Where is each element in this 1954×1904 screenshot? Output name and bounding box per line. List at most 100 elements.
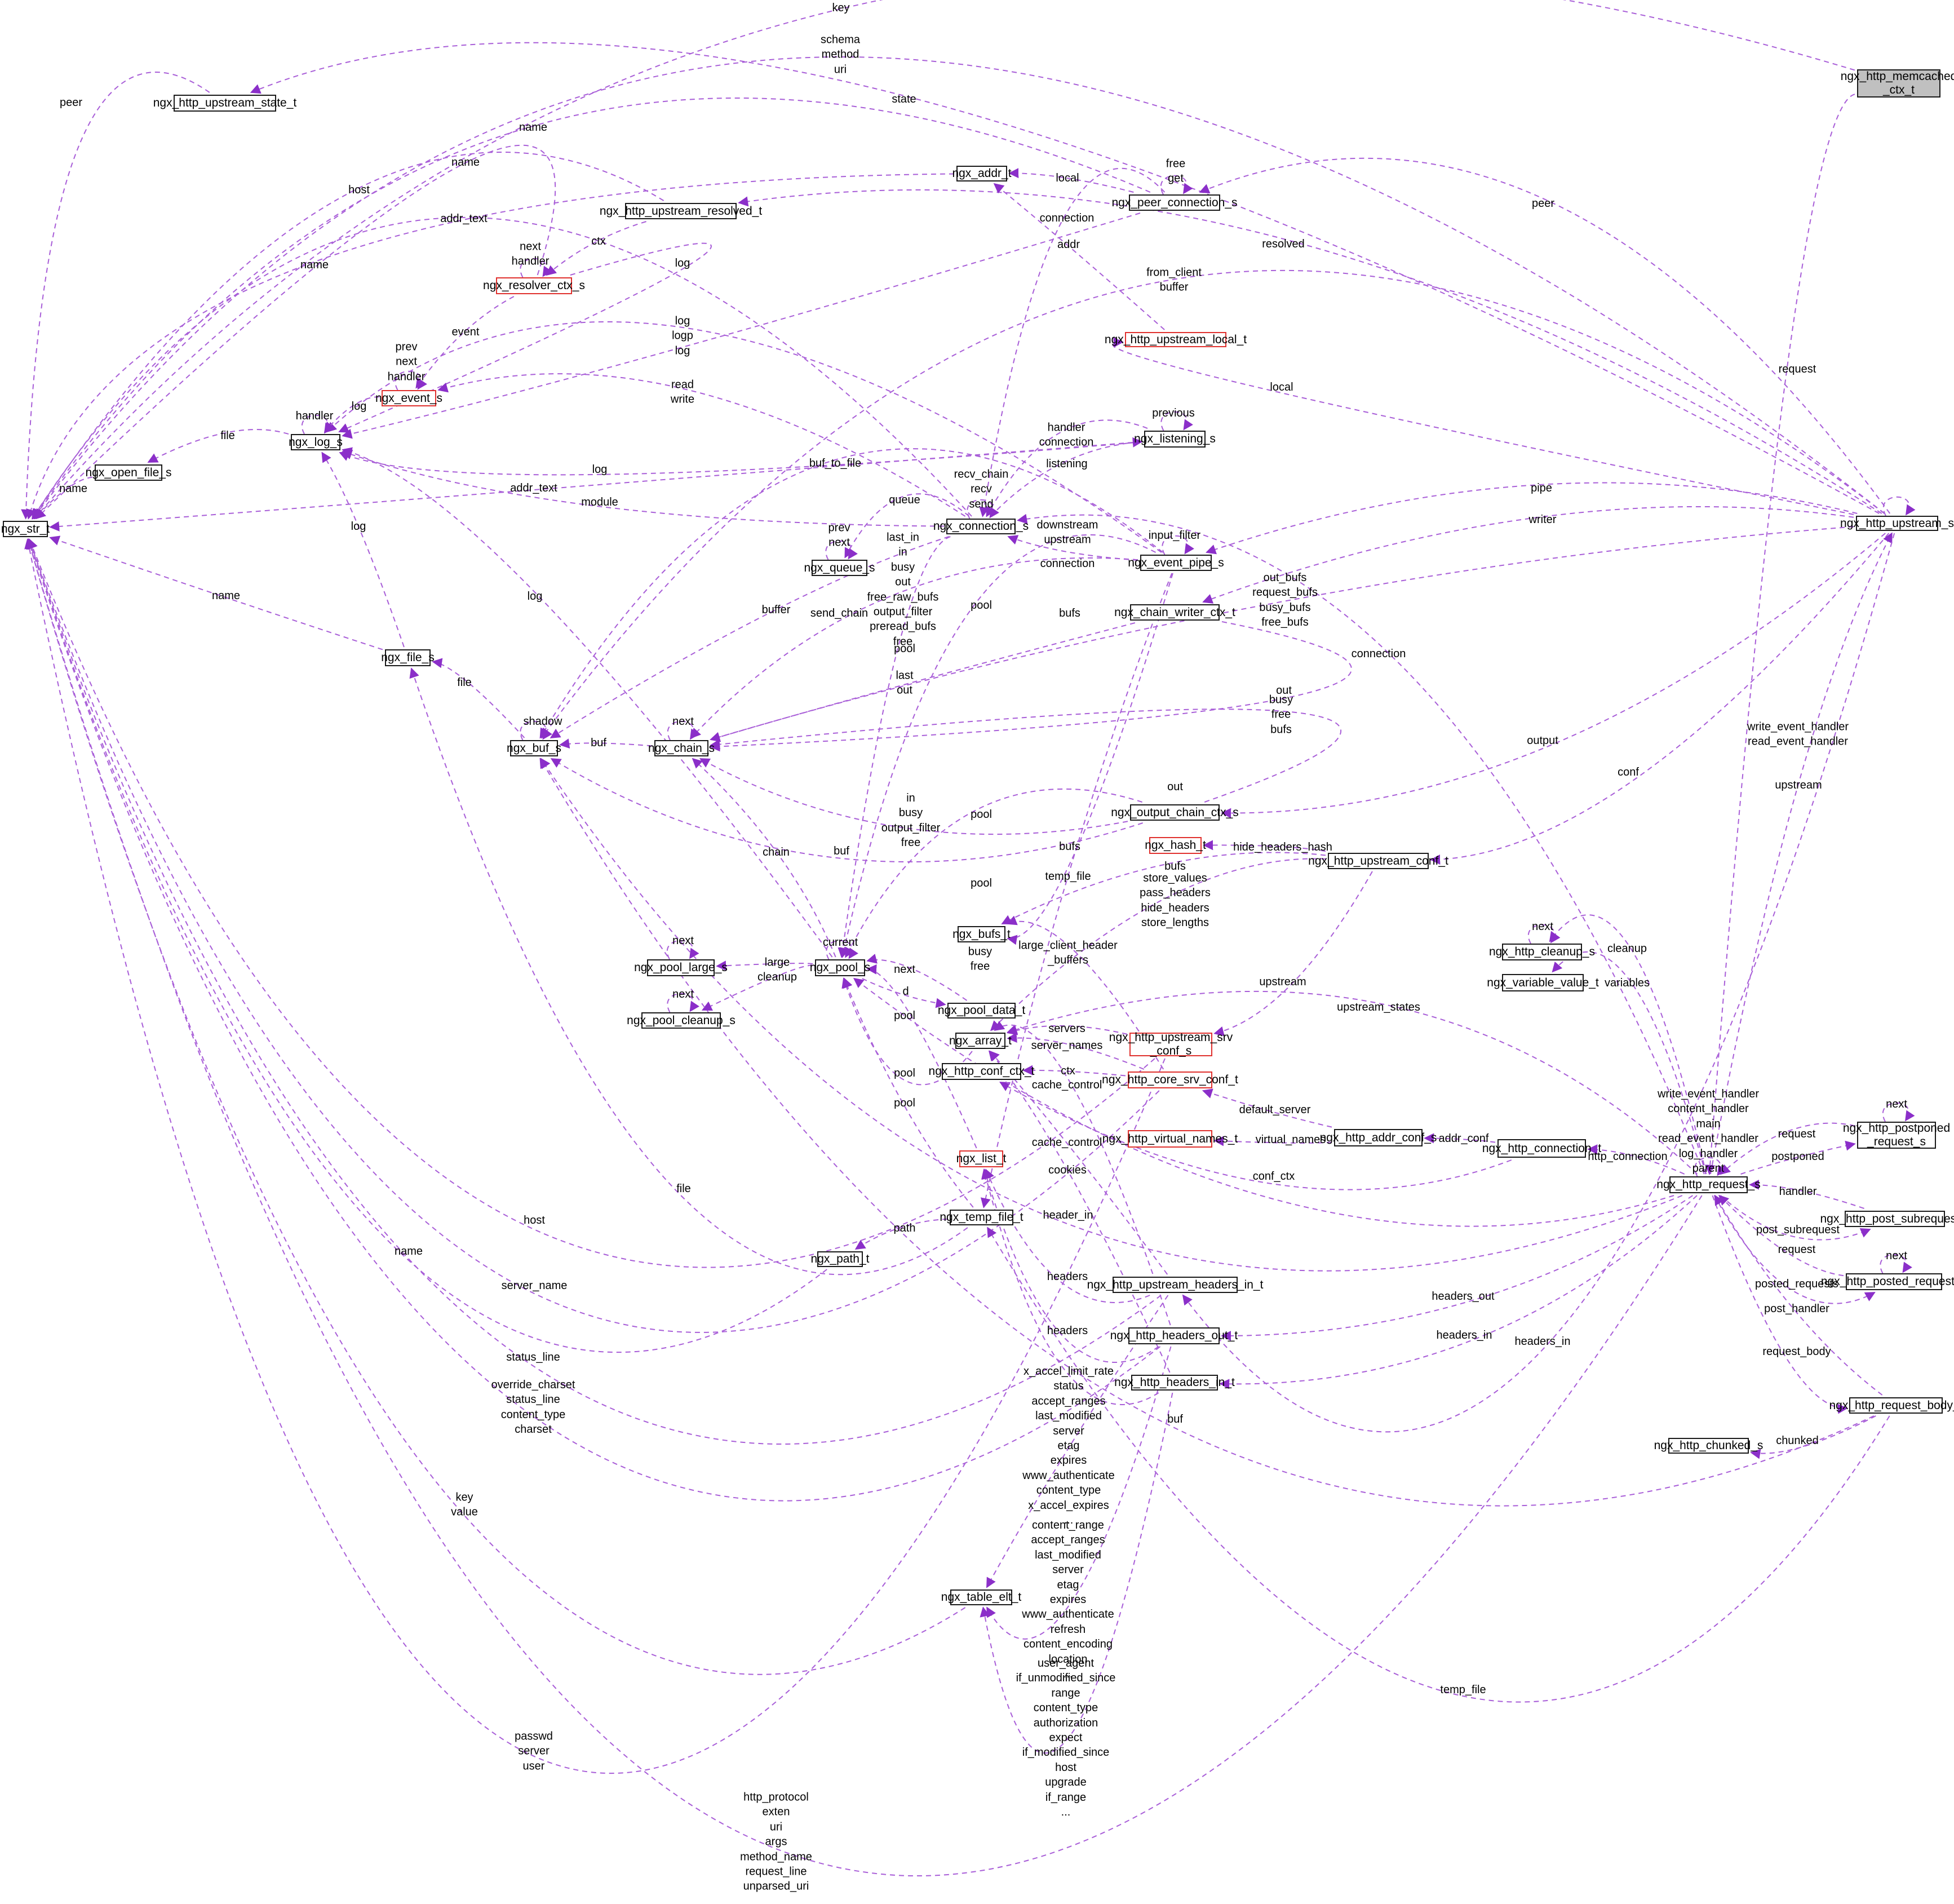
node-hash[interactable]: ngx_hash_t xyxy=(1145,837,1206,854)
edge-headers_out-table_elt-89 xyxy=(986,1346,1172,1640)
edge-label: pool xyxy=(971,876,992,889)
edge-label: read write xyxy=(670,378,695,406)
node-temp_file[interactable]: ngx_temp_file_t xyxy=(940,1210,1023,1225)
edge-event_pipe-pool-33 xyxy=(839,534,1157,958)
edge-upstream-upstream_local-18 xyxy=(1112,337,1854,515)
edge-label: write_event_handler content_handler main… xyxy=(1657,1087,1760,1175)
edge-request-upstream-71 xyxy=(1710,532,1893,1175)
node-core_srv_conf[interactable]: ngx_http_core_srv_conf_t xyxy=(1102,1071,1238,1088)
node-queue[interactable]: ngx_queue_s xyxy=(804,560,875,576)
edge-label: schema method uri xyxy=(820,33,861,76)
edge-event_pipe-chain-32 xyxy=(690,557,1138,739)
edge-label: log xyxy=(351,400,367,413)
node-table_elt[interactable]: ngx_table_elt_t xyxy=(941,1589,1021,1605)
node-http_cleanup[interactable]: ngx_http_cleanup_s xyxy=(1489,944,1595,960)
edge-label: handler connection xyxy=(1039,421,1094,449)
edge-label: posted_requests xyxy=(1755,1277,1838,1290)
node-virtual_names[interactable]: ngx_http_virtual_names_t xyxy=(1102,1130,1238,1148)
edge-label: addr_text xyxy=(440,212,488,225)
node-event[interactable]: ngx_event_s xyxy=(375,390,442,406)
node-upstream[interactable]: ngx_http_upstream_s xyxy=(1840,516,1954,531)
node-http_conn[interactable]: ngx_http_connection_t xyxy=(1482,1139,1601,1158)
node-upstream_conf[interactable]: ngx_http_upstream_conf_t xyxy=(1308,853,1448,869)
node-request[interactable]: ngx_http_request_s xyxy=(1656,1176,1761,1193)
node-conf_ctx[interactable]: ngx_http_conf_ctx_t xyxy=(929,1063,1034,1080)
node-var_value[interactable]: ngx_variable_value_t xyxy=(1487,974,1599,991)
node-file[interactable]: ngx_file_s xyxy=(381,649,435,666)
node-addr_conf[interactable]: ngx_http_addr_conf_s xyxy=(1320,1129,1437,1146)
edge-label: send_chain xyxy=(810,606,869,619)
node-open_file[interactable]: ngx_open_file_s xyxy=(86,464,171,481)
node-memcached[interactable]: ngx_http_memcached _ctx_t xyxy=(1840,69,1954,98)
node-array[interactable]: ngx_array_t xyxy=(949,1033,1012,1049)
edge-label: host xyxy=(348,183,370,196)
edge-label: http_connection xyxy=(1588,1150,1668,1163)
edge-label: local xyxy=(1270,380,1293,393)
edge-upstream_srv_conf-str-94 xyxy=(24,538,1166,1774)
node-chunked[interactable]: ngx_http_chunked_s xyxy=(1654,1438,1763,1454)
edge-upstream_conf-hash-67 xyxy=(1203,840,1326,852)
edge-label: cookies xyxy=(1048,1163,1087,1176)
edge-label: queue xyxy=(889,493,920,506)
node-bufs[interactable]: ngx_bufs_t xyxy=(952,926,1011,942)
edge-label: cache_control xyxy=(1031,1136,1102,1149)
edge-label: pool xyxy=(894,1009,915,1022)
node-log[interactable]: ngx_log_s xyxy=(289,434,343,450)
node-resolved[interactable]: ngx_http_upstream_resolved_t xyxy=(600,203,762,219)
edge-resolved-resolver-99 xyxy=(546,221,646,276)
node-addr[interactable]: ngx_addr_t xyxy=(952,166,1012,181)
edge-label: input_filter xyxy=(1148,529,1201,542)
self-edge-peer_conn xyxy=(1160,175,1193,195)
edge-output_chain-chain-44 xyxy=(710,709,1342,803)
node-post_subrequest[interactable]: ngx_http_post_subrequest_t xyxy=(1820,1211,1954,1227)
edge-upstream-chain-41 xyxy=(710,526,1854,742)
edge-label: request xyxy=(1778,1127,1816,1140)
node-upstream_local[interactable]: ngx_http_upstream_local_t xyxy=(1105,332,1247,347)
edge-label: in busy output_filter free xyxy=(881,792,941,849)
self-edge-conn xyxy=(967,499,999,519)
node-conn[interactable]: ngx_connection_s xyxy=(933,519,1029,534)
node-event_pipe[interactable]: ngx_event_pipe_s xyxy=(1128,555,1224,571)
edge-label: path xyxy=(893,1221,916,1234)
edge-label: pool xyxy=(894,1066,915,1079)
node-pool[interactable]: ngx_pool_s xyxy=(810,959,870,976)
node-headers_in[interactable]: ngx_http_headers_in_t xyxy=(1114,1375,1235,1391)
node-upstream_srv_conf[interactable]: ngx_http_upstream_srv _conf_s xyxy=(1109,1031,1233,1057)
edge-label: variables xyxy=(1604,976,1650,989)
edge-request-str-97 xyxy=(26,538,1703,1877)
node-output_chain[interactable]: ngx_output_chain_ctx_s xyxy=(1111,804,1239,821)
edge-label: next handler xyxy=(511,240,550,268)
edge-label: d xyxy=(902,985,909,998)
edge-label: shadow xyxy=(523,715,562,728)
node-chain_writer[interactable]: ngx_chain_writer_ctx_t xyxy=(1114,604,1235,621)
node-pool_data[interactable]: ngx_pool_data_t xyxy=(938,1003,1025,1019)
node-request_body[interactable]: ngx_http_request_body_t xyxy=(1829,1397,1954,1414)
edge-pool-pool_data-57 xyxy=(862,978,946,1008)
node-path[interactable]: ngx_path_t xyxy=(811,1251,869,1267)
edge-upstream-event_pipe-40 xyxy=(1206,482,1858,555)
node-resolver[interactable]: ngx_resolver_ctx_s xyxy=(483,277,585,294)
node-str[interactable]: ngx_str_t xyxy=(1,521,50,537)
node-pool_cleanup[interactable]: ngx_pool_cleanup_s xyxy=(627,1012,735,1029)
edge-label: pool xyxy=(971,599,992,612)
node-list[interactable]: ngx_list_t xyxy=(956,1150,1006,1167)
edge-label: hide_headers_hash xyxy=(1233,840,1332,853)
edge-output_chain-chain-46 xyxy=(699,758,1128,835)
edge-label: file xyxy=(220,429,235,442)
edge-label: prev next handler xyxy=(387,340,426,383)
node-buf[interactable]: ngx_buf_s xyxy=(507,740,561,756)
node-posted[interactable]: ngx_http_posted_request_s xyxy=(1821,1273,1954,1290)
node-up_headers_in[interactable]: ngx_http_upstream_headers_in_t xyxy=(1087,1277,1263,1293)
node-peer_conn[interactable]: ngx_peer_connection_s xyxy=(1112,194,1238,211)
edge-request-var_value-74 xyxy=(1552,951,1707,1175)
node-headers_out[interactable]: ngx_http_headers_out_t xyxy=(1110,1327,1238,1344)
edge-listening-str-25 xyxy=(49,441,1142,532)
edge-label: request xyxy=(1778,1243,1816,1256)
node-pool_large[interactable]: ngx_pool_large_s xyxy=(634,959,728,976)
node-listening[interactable]: ngx_listening_s xyxy=(1134,431,1216,448)
edge-pool-pool_cleanup-56 xyxy=(701,964,813,1011)
node-chain[interactable]: ngx_chain_s xyxy=(648,740,715,756)
node-postponed[interactable]: ngx_http_postponed _request_s xyxy=(1842,1122,1951,1149)
node-upstream_state[interactable]: ngx_http_upstream_state_t xyxy=(153,95,296,112)
edge-upstream_srv_conf-array-75 xyxy=(1007,1025,1128,1035)
